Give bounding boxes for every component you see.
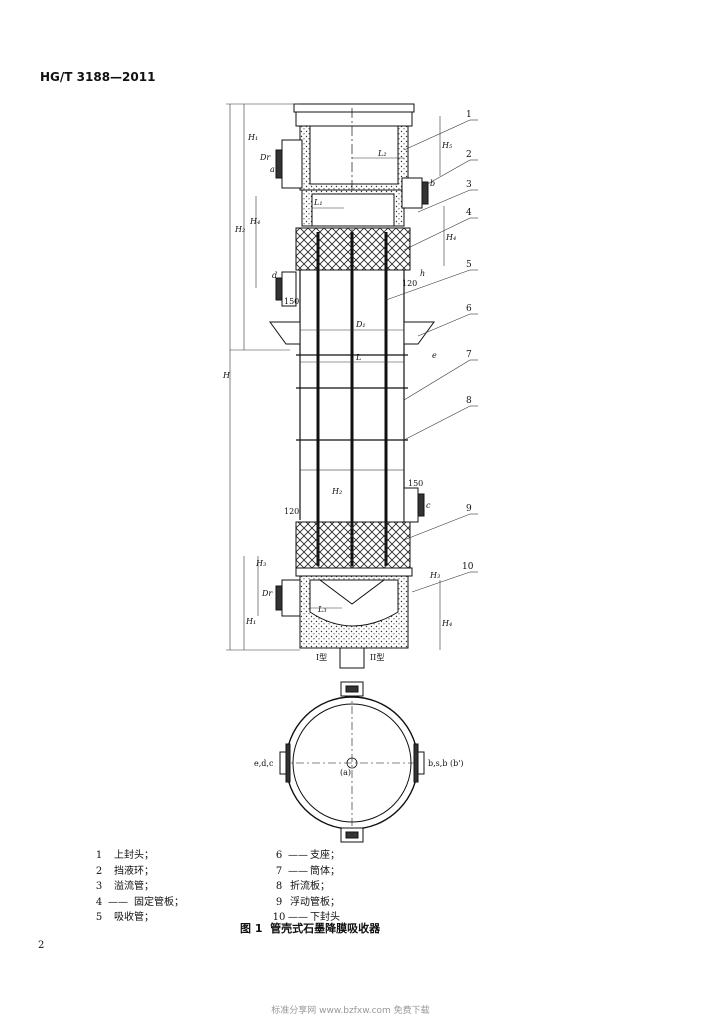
- dim-L: L: [355, 353, 361, 362]
- legend-label: 上封头；: [114, 850, 154, 861]
- center-mark: (a): [340, 768, 351, 777]
- dimension-labels: H H₁ H₂ H₄ H₅ H₄ H₁ H₃ H₃ H₄ H₂ D₁ L L₁ …: [222, 133, 456, 628]
- dim-H2-mid: H₂: [331, 487, 342, 496]
- callout-7: 7: [466, 350, 472, 360]
- dim-150-bottom: 150: [408, 479, 423, 488]
- dim-H1-top: H₁: [247, 133, 258, 142]
- legend-num: 1: [95, 850, 103, 861]
- legend-label: 浮动管板；: [290, 896, 340, 908]
- legend-label: 下封头: [310, 912, 340, 923]
- view-label-II: II型: [370, 653, 384, 662]
- dim-H4-bottom: H₄: [441, 619, 452, 628]
- dim-a: a: [270, 165, 275, 174]
- legend-label: 溢流管；: [114, 881, 154, 892]
- dim-H4-top: H₄: [249, 217, 260, 226]
- absorption-tubes: [316, 232, 388, 566]
- figure-caption: 图 1 管壳式石墨降膜吸收器: [240, 920, 380, 936]
- view-label-I: I型: [316, 653, 327, 662]
- dim-d: d: [272, 271, 277, 280]
- figure-number: 图 1: [240, 922, 263, 935]
- dim-120-top: 120: [402, 279, 417, 288]
- dim-H: H: [222, 371, 231, 380]
- dim-h: h: [420, 269, 425, 278]
- callout-3: 3: [466, 180, 472, 190]
- dim-150-top: 150: [284, 297, 299, 306]
- lower-head: [275, 567, 413, 669]
- legend-label: 筒体；: [310, 865, 340, 877]
- page-number: 2: [38, 940, 45, 951]
- legend-num: 3: [95, 881, 103, 892]
- footer-watermark: 标准分享网 www.bzfxw.com 免费下载: [271, 1006, 430, 1016]
- legend-label: 支座；: [310, 850, 340, 861]
- legend-row: 3 溢流管； 8 折流板；: [90, 879, 450, 895]
- left-port-labels: e,d,c: [254, 759, 274, 768]
- lower-right-nozzle: [403, 487, 425, 523]
- legend-num: 4: [95, 896, 103, 908]
- nozzle-d: [275, 271, 297, 307]
- legend-label: 吸收管；: [114, 912, 154, 923]
- dim-120-bottom: 120: [284, 507, 299, 516]
- dimension-lines: [226, 103, 445, 651]
- dim-D1: D₁: [355, 320, 366, 329]
- callout-6: 6: [466, 304, 472, 314]
- callout-9: 9: [466, 504, 472, 514]
- callout-8: 8: [466, 396, 472, 406]
- callout-numbers: 1 2 3 4 5 6 7 8 9 10: [462, 110, 474, 572]
- dim-Dr-top: Dr: [259, 153, 271, 162]
- legend-label: 固定管板；: [134, 896, 184, 908]
- dim-H2: H₂: [234, 225, 245, 234]
- legend-label: 挡液环；: [114, 865, 154, 877]
- legend-num: 9: [275, 896, 283, 908]
- support: [269, 321, 435, 345]
- right-port-labels: b,s,b (b'): [428, 759, 464, 768]
- dim-L1: L₁: [313, 198, 323, 207]
- dim-H1-bottom: H₁: [245, 617, 256, 626]
- dim-L2: L₂: [377, 149, 387, 158]
- callout-5: 5: [466, 260, 472, 270]
- legend-num: 6: [275, 850, 283, 861]
- dim-c: c: [426, 501, 431, 510]
- legend-num: 10: [272, 912, 286, 923]
- dim-H4-right: H₄: [445, 233, 456, 242]
- callout-1: 1: [466, 110, 472, 120]
- numeric-labels: 150 120 150 120 I型 II型: [284, 279, 423, 662]
- dim-b: b: [430, 179, 435, 188]
- dim-H3-bottom: H₃: [255, 559, 266, 568]
- dim-H5-top: H₅: [441, 141, 453, 150]
- legend-label: 折流板；: [290, 881, 330, 892]
- legend-num: 8: [275, 881, 283, 892]
- upper-right-nozzle: [401, 177, 429, 209]
- floating-tube-sheet: [295, 521, 411, 569]
- plan-view: [279, 681, 425, 843]
- callout-4: 4: [466, 208, 472, 218]
- leader-lines: [385, 119, 478, 593]
- dim-Dr-bottom: Dr: [261, 589, 273, 598]
- callout-2: 2: [466, 150, 472, 160]
- upper-left-nozzle: [275, 139, 405, 227]
- dim-L3: L₃: [317, 605, 327, 614]
- plan-view-labels: e,d,c b,s,b (b') (a): [254, 759, 464, 777]
- legend-num: 7: [275, 865, 283, 877]
- dim-e: e: [432, 351, 437, 360]
- standard-number: HG/T 3188—2011: [40, 70, 156, 84]
- legend-num: 5: [95, 912, 103, 923]
- callout-10: 10: [462, 562, 474, 572]
- dim-H3-right: H₃: [429, 571, 440, 580]
- legend-num: 2: [95, 865, 103, 877]
- figure-title: 管壳式石墨降膜吸收器: [270, 922, 381, 935]
